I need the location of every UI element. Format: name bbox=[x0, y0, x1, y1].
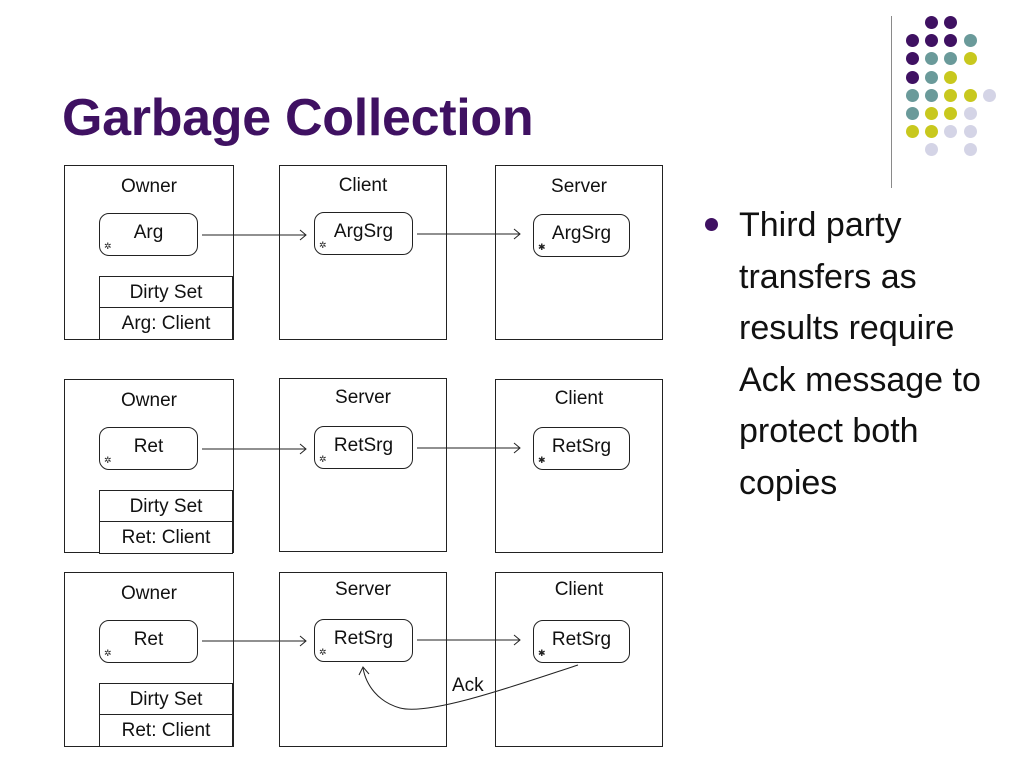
object-ret: Ret✲ bbox=[99, 427, 198, 470]
decorative-divider bbox=[891, 16, 892, 188]
decorative-dot bbox=[925, 125, 939, 139]
decorative-dot bbox=[944, 52, 958, 66]
dirty-set-header: Dirty Set bbox=[99, 683, 233, 715]
dirty-set-table-row1: Dirty Set Arg: Client bbox=[99, 276, 233, 340]
bullet-dot-icon bbox=[705, 218, 718, 231]
decorative-dot bbox=[963, 125, 977, 139]
decorative-dot bbox=[925, 143, 939, 157]
box-label: Server bbox=[335, 579, 391, 600]
object-retsrg-server: RetSrg✲ bbox=[314, 426, 413, 469]
decorative-dot bbox=[944, 88, 958, 102]
decorative-dot bbox=[906, 125, 919, 139]
box-label: Server bbox=[551, 176, 607, 197]
decorative-dot bbox=[963, 88, 977, 102]
arrow-middle-to-right-row1 bbox=[417, 228, 521, 240]
decorative-dot bbox=[944, 34, 958, 48]
dirty-set-header: Dirty Set bbox=[99, 276, 233, 308]
decorative-dot bbox=[925, 34, 939, 48]
object-retsrg-client: RetSrg✱ bbox=[533, 427, 630, 470]
box-label: Client bbox=[554, 388, 604, 409]
reference-marker-icon: ✲ bbox=[319, 240, 327, 250]
decorative-dot bbox=[963, 143, 977, 157]
decorative-dot bbox=[963, 107, 977, 120]
object-argsrg-client: ArgSrg✲ bbox=[314, 212, 413, 255]
decorative-dot bbox=[963, 52, 977, 66]
ack-arrow bbox=[358, 664, 579, 710]
client-box-row3: Client bbox=[495, 572, 663, 747]
arrow-middle-to-right-row2 bbox=[417, 442, 521, 454]
decorative-dot bbox=[944, 16, 958, 29]
box-label: Owner bbox=[121, 390, 177, 411]
decorative-dot bbox=[906, 34, 919, 48]
decorative-dot bbox=[963, 34, 977, 48]
dirty-set-entry: Arg: Client bbox=[99, 308, 233, 340]
object-retsrg-server: RetSrg✲ bbox=[314, 619, 413, 662]
arrow-owner-to-middle-row3 bbox=[202, 635, 307, 647]
decorative-dot bbox=[982, 88, 996, 102]
dirty-set-entry: Ret: Client bbox=[99, 522, 233, 554]
decorative-dot bbox=[925, 16, 939, 29]
ack-label: Ack bbox=[452, 675, 484, 696]
arrow-owner-to-middle-row2 bbox=[202, 443, 307, 455]
arrow-middle-to-right-row3 bbox=[417, 634, 521, 646]
object-ret: Ret✲ bbox=[99, 620, 198, 663]
decorative-dot bbox=[925, 52, 939, 66]
dirty-set-entry: Ret: Client bbox=[99, 715, 233, 747]
decorative-dot bbox=[944, 107, 958, 120]
decorative-dot bbox=[944, 70, 958, 84]
decorative-dot bbox=[925, 88, 939, 102]
box-label: Client bbox=[554, 579, 604, 600]
reference-marker-icon: ✲ bbox=[319, 454, 327, 464]
reference-marker-icon: ✲ bbox=[104, 455, 112, 465]
decorative-dot bbox=[925, 70, 939, 84]
decorative-dot bbox=[906, 70, 919, 84]
dirty-set-table-row2: Dirty Set Ret: Client bbox=[99, 490, 233, 554]
box-label: Owner bbox=[121, 583, 177, 604]
decorative-dot bbox=[925, 107, 939, 120]
reference-marker-icon: ✱ bbox=[538, 455, 546, 465]
box-label: Owner bbox=[121, 176, 177, 197]
reference-marker-icon: ✲ bbox=[104, 648, 112, 658]
object-retsrg-client: RetSrg✱ bbox=[533, 620, 630, 663]
reference-marker-icon: ✱ bbox=[538, 242, 546, 252]
decorative-dot bbox=[906, 107, 919, 120]
reference-marker-icon: ✲ bbox=[319, 647, 327, 657]
reference-marker-icon: ✲ bbox=[104, 241, 112, 251]
decorative-dot bbox=[906, 88, 919, 102]
slide-title: Garbage Collection bbox=[62, 89, 534, 147]
reference-marker-icon: ✱ bbox=[538, 648, 546, 658]
decorative-dot bbox=[906, 52, 919, 66]
decorative-dot bbox=[944, 125, 958, 139]
bullet-text: Third party transfers as results require… bbox=[739, 206, 981, 502]
dirty-set-table-row3: Dirty Set Ret: Client bbox=[99, 683, 233, 747]
arrow-owner-to-middle-row1 bbox=[202, 229, 307, 241]
box-label: Client bbox=[338, 175, 388, 196]
object-argsrg-server: ArgSrg✱ bbox=[533, 214, 630, 257]
object-arg: Arg✲ bbox=[99, 213, 198, 256]
dirty-set-header: Dirty Set bbox=[99, 490, 233, 522]
box-label: Server bbox=[335, 387, 391, 408]
